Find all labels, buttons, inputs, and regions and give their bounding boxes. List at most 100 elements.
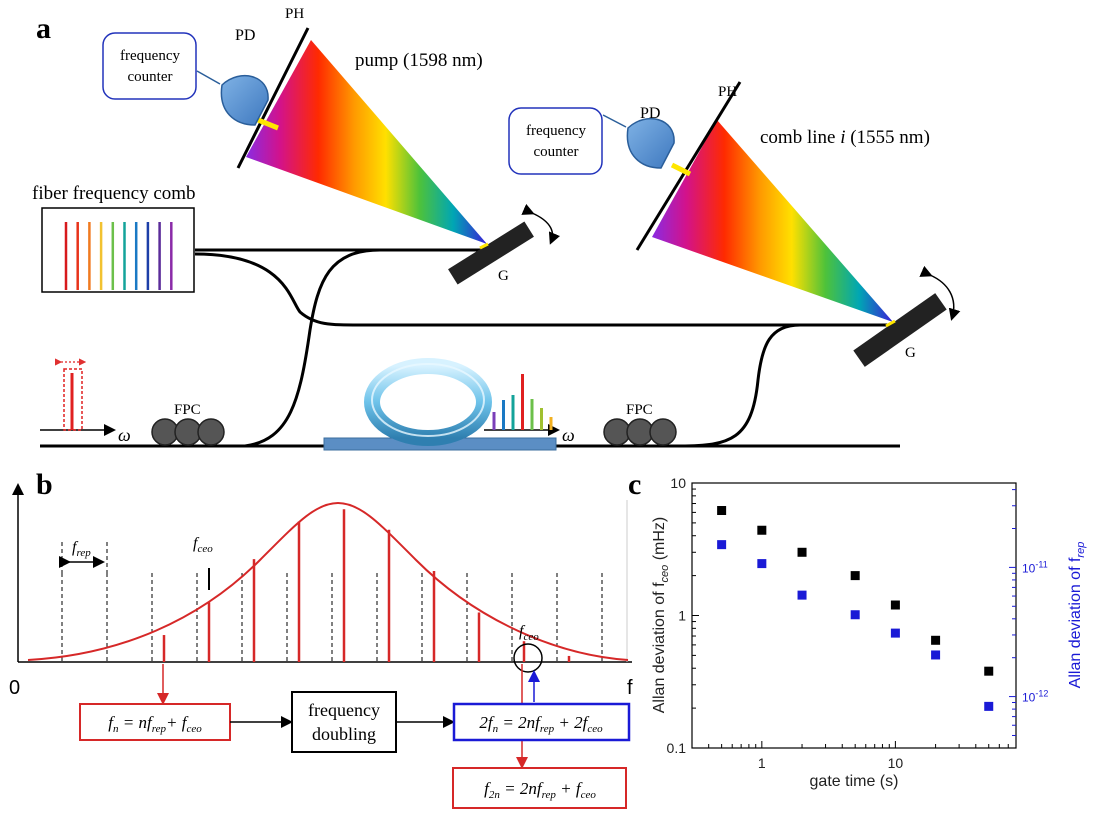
grating-2-spot — [885, 319, 896, 328]
micro-ring-resonator — [323, 358, 557, 451]
y-right-tick-label: 10-11 — [1022, 559, 1048, 575]
panel-b-label: b — [36, 468, 53, 501]
f-ceo-point — [984, 666, 994, 676]
fpc-2-paddle-2 — [626, 418, 654, 446]
doubling-box — [291, 691, 397, 753]
f-ceo-point — [850, 571, 860, 581]
frequency-counter-1 — [102, 32, 197, 100]
f-rep-point — [984, 701, 994, 711]
pd-2-label: PD — [640, 105, 660, 122]
f-rep-label: frep — [72, 539, 91, 559]
fiber-comb-label: fiber frequency comb — [32, 183, 196, 204]
comb-lines — [64, 222, 173, 290]
comb-box — [41, 207, 195, 293]
x-axis-title: gate time (s) — [810, 773, 899, 790]
panel-c-label: c — [628, 468, 641, 501]
f-rep-point — [931, 650, 941, 660]
f-rep-point — [850, 610, 860, 620]
comb-rainbow-fan — [652, 120, 893, 322]
f-axis-label: f — [627, 677, 633, 699]
f2n-box — [452, 767, 627, 809]
f-ceo-point — [757, 525, 767, 535]
dashed-grid — [61, 542, 603, 662]
rotation-arrow-1 — [521, 203, 560, 245]
fiber-left-loop — [40, 248, 487, 448]
frequency-counter-2 — [508, 107, 603, 175]
pump-beam: frequency counter PD PH pump (1598 nm) G — [102, 6, 560, 285]
rotation-arrow-2 — [919, 265, 961, 321]
photodetector-2 — [626, 118, 675, 169]
f-ceo-top-label: fceo — [193, 535, 213, 555]
y-left-tick-label: 0.1 — [667, 740, 687, 756]
fpc-1-paddle-3 — [197, 418, 225, 446]
ring-outer — [364, 358, 492, 446]
panel-a: a fiber frequency comb frequency counter… — [32, 6, 961, 451]
pinhole-plate-1 — [236, 27, 310, 169]
y-left-title: Allan deviation of fceo (mHz) — [651, 517, 671, 713]
doubling-line2: doubling — [312, 724, 376, 744]
comb-line-prefix: comb line — [760, 127, 840, 148]
fiber-frequency-comb: fiber frequency comb — [32, 183, 196, 293]
comb-line-beam: frequency counter PD PH comb line i (155… — [508, 81, 961, 367]
fpc-1: FPC — [151, 402, 225, 446]
fpc-2-paddle-1 — [603, 418, 631, 446]
f-ceo-point — [931, 635, 941, 645]
f-ceo-point — [797, 547, 807, 557]
y-right-tick-label: 10-12 — [1022, 689, 1048, 705]
fn-equation: fn = nfrep+ fceo — [108, 713, 202, 735]
f-ceo-right-label: fceo — [519, 623, 539, 643]
comb-line-index: i — [840, 127, 845, 148]
comb-line-suffix: (1555 nm) — [845, 127, 929, 148]
pump-label: pump (1598 nm) — [355, 50, 483, 71]
panel-b: b 0 f frep fceo fceo fn = nfrep+ fceo fr… — [9, 468, 633, 809]
counter-1-line1: frequency — [120, 48, 180, 64]
comb-line-label: comb line i (1555 nm) — [760, 127, 930, 148]
output-spectrum-inset: ω — [484, 374, 575, 445]
grating-1 — [448, 221, 534, 285]
f-rep-point — [890, 628, 900, 638]
ph-2-label: PH — [718, 84, 737, 100]
fpc-1-label: FPC — [174, 402, 201, 418]
doubling-line1: frequency — [308, 700, 380, 720]
pd-1-label: PD — [235, 27, 255, 44]
pump-rainbow-fan — [246, 40, 487, 244]
f2n-equation: f2n = 2nfrep + fceo — [484, 779, 596, 801]
counter-2-line2: counter — [534, 144, 579, 160]
omega-2-label: ω — [562, 425, 575, 445]
f-rep-point — [797, 590, 807, 600]
grating-1-label: G — [498, 268, 509, 284]
pump-spectrum-inset: ω — [40, 358, 131, 445]
two-fn-equation: 2fn = 2nfrep + 2fceo — [479, 713, 603, 735]
pd-wire-2 — [602, 114, 627, 128]
f-ceo-point — [890, 600, 900, 610]
tuning-range-box — [63, 368, 83, 431]
f-rep-point — [757, 559, 767, 569]
photodetector-1 — [220, 75, 269, 126]
omega-1-label: ω — [118, 425, 131, 445]
pd-beam-2 — [670, 162, 692, 177]
y-right-title: Allan deviation of frep — [1067, 542, 1087, 689]
fpc-1-paddle-1 — [151, 418, 179, 446]
x-tick-label: 10 — [888, 755, 904, 771]
f-ceo-point — [717, 506, 727, 516]
data-points — [717, 506, 994, 711]
output-comb-lines — [492, 374, 553, 430]
grating-1-spot — [479, 242, 489, 250]
fpc-2-label: FPC — [626, 402, 653, 418]
pd-beam-1 — [257, 117, 279, 131]
ring-highlight — [371, 363, 485, 437]
fpc-1-paddle-2 — [174, 418, 202, 446]
counter-1-line2: counter — [128, 69, 173, 85]
y-left-tick-label: 1 — [678, 608, 686, 624]
two-fn-box — [452, 702, 631, 742]
fiber-right-loop — [679, 323, 893, 448]
counter-2-line1: frequency — [526, 123, 586, 139]
fpc-2: FPC — [603, 402, 677, 446]
ph-1-label: PH — [285, 6, 304, 22]
origin-label: 0 — [9, 677, 20, 699]
f-rep-point — [717, 540, 727, 550]
f-ceo-circle — [513, 643, 543, 673]
